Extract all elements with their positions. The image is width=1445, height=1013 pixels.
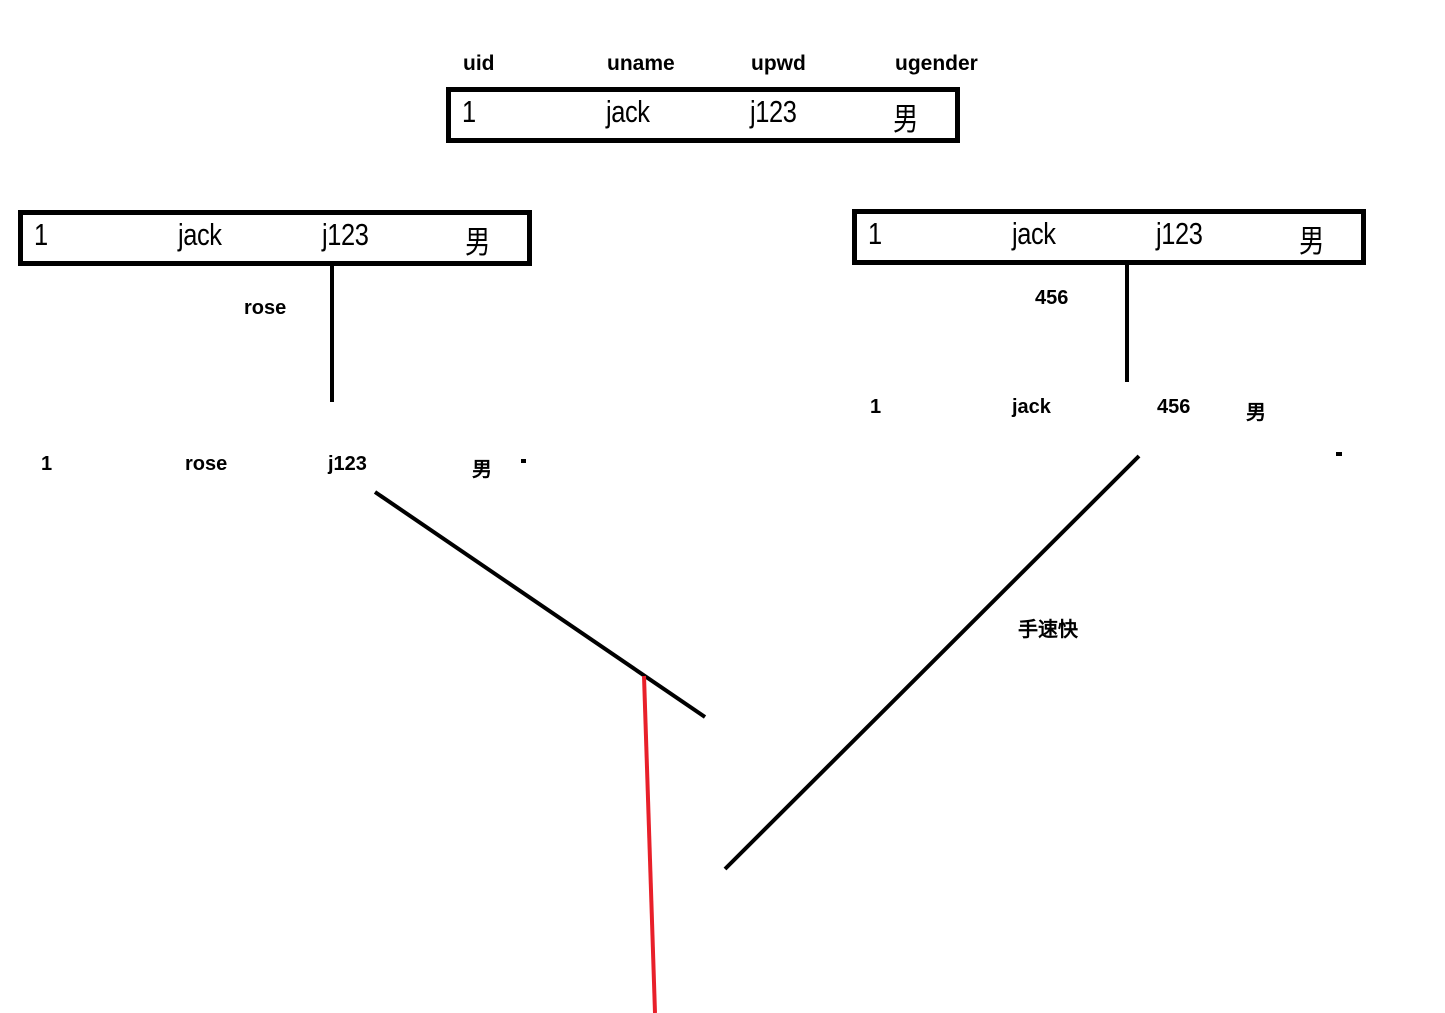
right-diagonal-line bbox=[723, 454, 1141, 871]
left-result-upwd: j123 bbox=[328, 453, 367, 475]
right-dot bbox=[1336, 452, 1342, 456]
right-result-ugender: 男 bbox=[1246, 402, 1266, 424]
red-vertical-line bbox=[642, 675, 657, 1013]
top-record-upwd: j123 bbox=[750, 94, 797, 129]
right-record-uname: jack bbox=[1012, 216, 1056, 251]
top-record-box bbox=[446, 87, 960, 143]
left-record-uname: jack bbox=[178, 217, 222, 252]
top-record-uname: jack bbox=[606, 94, 650, 129]
left-diagonal-line bbox=[373, 490, 707, 719]
left-dot bbox=[521, 459, 526, 463]
right-record-box bbox=[852, 209, 1366, 265]
left-result-ugender: 男 bbox=[472, 459, 492, 481]
top-record-ugender: 男 bbox=[893, 102, 919, 137]
right-result-upwd: 456 bbox=[1157, 396, 1191, 418]
header-ugender: ugender bbox=[895, 52, 978, 75]
speed-note: 手速快 bbox=[1018, 619, 1078, 641]
right-record-ugender: 男 bbox=[1299, 224, 1325, 259]
left-change-label: rose bbox=[244, 297, 287, 319]
right-change-label: 456 bbox=[1035, 287, 1069, 309]
right-result-uname: jack bbox=[1012, 396, 1051, 418]
right-result-uid: 1 bbox=[870, 396, 882, 418]
header-upwd: upwd bbox=[751, 52, 806, 75]
left-record-ugender: 男 bbox=[465, 225, 491, 260]
left-record-uid: 1 bbox=[34, 217, 48, 252]
left-result-uname: rose bbox=[185, 453, 228, 475]
header-uname: uname bbox=[607, 52, 675, 75]
left-record-box bbox=[18, 210, 532, 266]
right-record-uid: 1 bbox=[868, 216, 882, 251]
left-result-uid: 1 bbox=[41, 453, 53, 475]
left-record-upwd: j123 bbox=[322, 217, 369, 252]
header-uid: uid bbox=[463, 52, 495, 75]
top-record-uid: 1 bbox=[462, 94, 476, 129]
right-record-upwd: j123 bbox=[1156, 216, 1203, 251]
